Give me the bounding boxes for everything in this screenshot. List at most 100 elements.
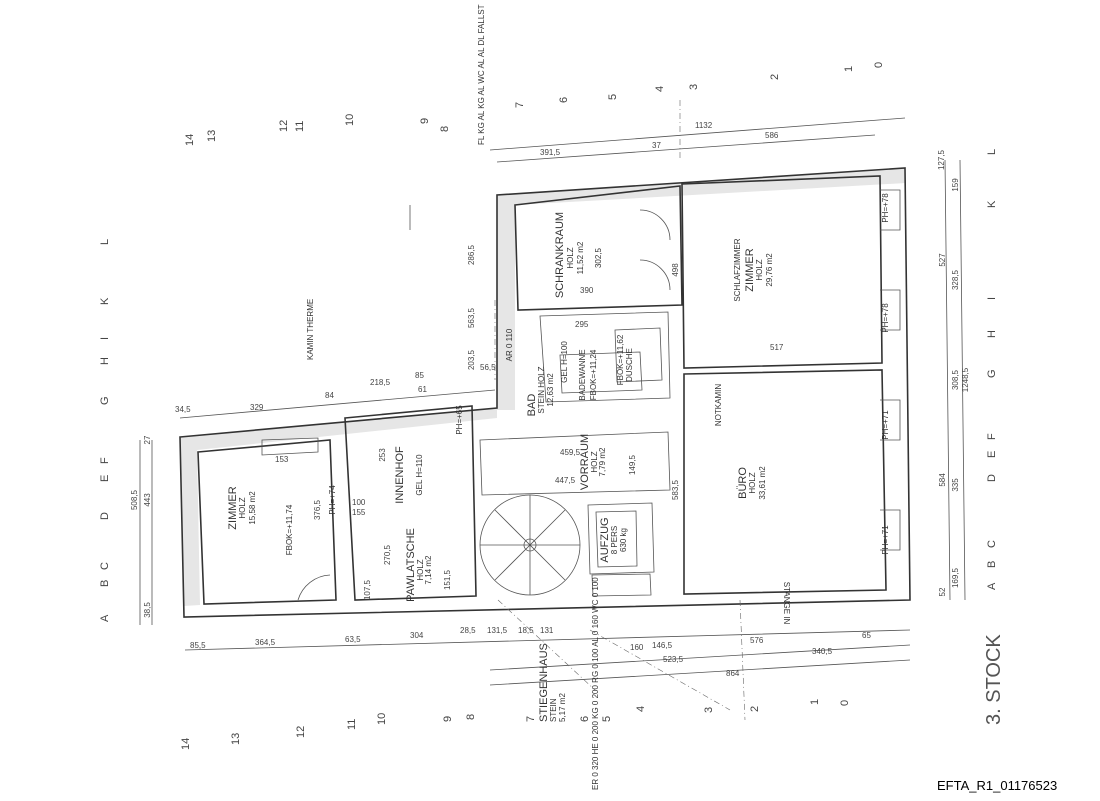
plan-label: 3: [688, 84, 700, 90]
plan-label: H: [986, 330, 998, 338]
plan-label: 85,5: [190, 641, 206, 650]
plan-label: 203,5: [467, 349, 476, 370]
plan-label: B: [99, 580, 111, 587]
plan-label: 13: [206, 130, 218, 142]
plan-label: D: [99, 512, 111, 520]
plan-label: 6: [579, 716, 591, 722]
plan-label: 7,14 m2: [424, 555, 433, 584]
plan-label: 11: [346, 719, 358, 730]
plan-label: 586: [765, 131, 779, 140]
plan-label: 4: [635, 706, 647, 712]
plan-label: 10: [376, 713, 388, 725]
grid-letters-left: A B C D E F G H I K L: [99, 239, 111, 622]
plan-label: 447,5: [555, 476, 576, 485]
plan-label: 364,5: [255, 638, 276, 647]
plan-label: KAMIN THERME: [306, 299, 315, 360]
floor-label: 3. STOCK: [983, 634, 1005, 725]
plan-label: 9: [442, 716, 454, 722]
plan-label: 5,17 m2: [558, 693, 567, 722]
plan-label: 28,5: [460, 626, 476, 635]
plan-label: 340,5: [812, 647, 833, 656]
plan-label: 563,5: [467, 307, 476, 328]
plan-label: 295: [575, 320, 589, 329]
plan-label: ER 0 320 HE 0 200 KG 0 200 RG 0 100 AL 0…: [591, 577, 600, 790]
plan-label: 56,5: [480, 363, 496, 372]
plan-label: 38,5: [143, 602, 152, 618]
plan-label: B: [986, 561, 998, 568]
plan-label: HOLZ: [748, 472, 757, 493]
plan-label: K: [99, 297, 111, 305]
plan-label: C: [99, 562, 111, 570]
plan-label: A: [986, 582, 998, 590]
plan-label: 5: [607, 94, 619, 100]
plan-label: 583,5: [671, 479, 680, 500]
plan-label: F: [99, 457, 111, 464]
plan-label: 4: [654, 86, 666, 92]
plan-label: STIEGENHAUS: [538, 643, 550, 722]
plan-label: HOLZ: [566, 247, 575, 268]
plan-label: 3: [703, 707, 715, 713]
plan-label: PH=+71: [881, 410, 890, 440]
plan-label: NOTKAMIN: [714, 384, 723, 426]
plan-label: SCHRANKRAUM: [554, 212, 566, 298]
plan-label: 864: [726, 669, 740, 678]
plan-label: PH=+78: [881, 303, 890, 333]
plan-label: L: [99, 239, 111, 245]
plan-label: 63,5: [345, 635, 361, 644]
plan-label: 160: [630, 643, 644, 652]
plan-label: 8: [439, 126, 451, 132]
plan-label: C: [986, 540, 998, 548]
plan-label: 127,5: [937, 149, 946, 170]
plan-label: GEL H=110: [415, 454, 424, 496]
plan-label: 1248,5: [961, 367, 970, 392]
plan-label: 218,5: [370, 378, 391, 387]
plan-label: FBOK=+11,24: [589, 349, 598, 400]
plan-label: 34,5: [175, 405, 191, 414]
walls: [179, 167, 911, 618]
plan-label: 131,5: [487, 626, 508, 635]
plan-label: AR 0 110: [505, 328, 514, 361]
plan-label: FBOK=+11,62: [616, 334, 625, 385]
plan-label: 169,5: [951, 567, 960, 588]
plan-label: ZIMMER: [744, 248, 756, 291]
grid-numbers-top: 0 1 2 3 4 5 6 7 8 9 10 11 12 13 14: [184, 62, 885, 146]
plan-label: HOLZ: [238, 497, 247, 518]
plan-label: 391,5: [540, 148, 561, 157]
plan-label: BADEWANNE: [578, 349, 587, 400]
plan-label: I: [99, 337, 111, 340]
plan-label: STANGE IN: [782, 582, 791, 625]
plan-label: 584: [938, 473, 947, 487]
grid-letters-right: A B C D E F G H I K L: [986, 149, 998, 590]
plan-label: PH=+65: [455, 405, 464, 435]
plan-label: 376,5: [313, 499, 322, 520]
plan-label: 630 kg: [619, 528, 628, 552]
plan-label: F: [986, 433, 998, 440]
plan-label: G: [99, 396, 111, 405]
plan-label: 27: [143, 435, 152, 444]
plan-label: E: [986, 451, 998, 458]
plan-label: 576: [750, 636, 764, 645]
annotations: DUSCHE BADEWANNE FBOK=+11,62 FBOK=+11,24…: [285, 4, 890, 790]
plan-label: A: [99, 614, 111, 622]
plan-label: HOLZ: [755, 259, 764, 280]
plan-label: 65: [862, 631, 871, 640]
plan-label: 459,5: [560, 448, 581, 457]
plan-label: 1: [843, 66, 855, 72]
plan-label: STEIN HOLZ: [537, 366, 546, 413]
plan-label: GEL H=100: [560, 341, 569, 383]
plan-label: 7,79 m2: [598, 447, 607, 476]
plan-label: 6: [558, 97, 570, 103]
plan-label: 308,5: [951, 369, 960, 390]
plan-label: 5: [601, 716, 613, 722]
plan-label: 149,5: [628, 454, 637, 475]
plan-label: 328,5: [951, 269, 960, 290]
plan-label: 131: [540, 626, 554, 635]
plan-label: 523,5: [663, 655, 684, 664]
plan-label: 84: [325, 391, 334, 400]
plan-label: 0: [839, 700, 851, 706]
plan-label: 12,63 m2: [546, 373, 555, 407]
plan-label: PH=+78: [881, 193, 890, 223]
plan-label: 52: [938, 587, 947, 596]
plan-label: 443: [143, 493, 152, 507]
